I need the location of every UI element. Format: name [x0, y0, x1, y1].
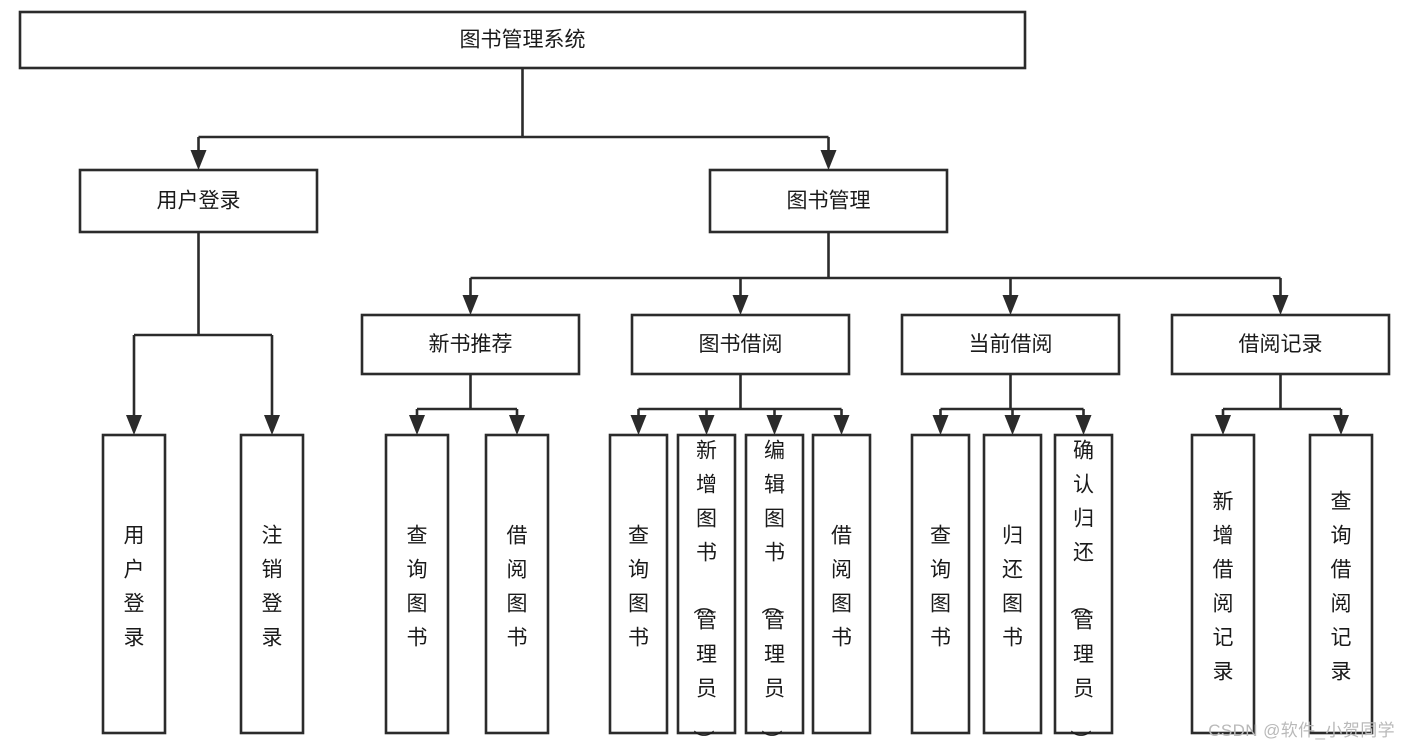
arrow-down-icon: [462, 295, 479, 315]
arrow-down-icon: [409, 415, 425, 435]
node-borrow-record-label: 借阅记录: [1239, 333, 1323, 356]
arrow-down-icon: [820, 150, 837, 170]
node-current-borrow[interactable]: 当前借阅: [900, 313, 1121, 376]
node-leaf-return-book-label: 归还图书: [1002, 525, 1023, 650]
node-book-manage[interactable]: 图书管理: [708, 168, 949, 234]
arrow-down-icon: [766, 415, 783, 435]
node-current-borrow-label: 当前借阅: [969, 333, 1053, 356]
node-leaf-add-record-label: 新增借阅记录: [1213, 491, 1234, 684]
node-root-label: 图书管理系统: [460, 29, 586, 52]
arrow-down-icon: [1002, 295, 1019, 315]
node-new-book-recommend[interactable]: 新书推荐: [360, 313, 581, 376]
node-leaf-user-logout[interactable]: 注销登录: [239, 433, 305, 735]
arrow-down-icon: [1333, 415, 1349, 435]
arrow-down-icon: [126, 415, 142, 435]
arrow-down-icon: [1004, 415, 1021, 435]
node-leaf-add-book-rect: [676, 433, 737, 735]
node-borrow-record[interactable]: 借阅记录: [1170, 313, 1391, 376]
node-new-book-recommend-rect: [360, 313, 581, 376]
node-leaf-return-book-rect: [982, 433, 1043, 735]
node-leaf-borrow-book-1[interactable]: 借阅图书: [484, 433, 550, 735]
arrow-down-icon: [264, 415, 280, 435]
node-leaf-confirm-return-label: 确认归还（管理员）: [1068, 440, 1094, 747]
node-leaf-edit-book-rect: [744, 433, 805, 735]
node-leaf-user-login[interactable]: 用户登录: [101, 433, 167, 735]
node-leaf-query-book-3-label: 查询图书: [930, 525, 951, 650]
node-leaf-user-logout-rect: [239, 433, 305, 735]
node-borrow-record-rect: [1170, 313, 1391, 376]
node-leaf-borrow-book-2[interactable]: 借阅图书: [811, 433, 872, 735]
node-leaf-query-record-label: 查询借阅记录: [1331, 491, 1352, 684]
node-leaf-query-book-1-label: 查询图书: [407, 525, 428, 650]
node-leaf-user-login-rect: [101, 433, 167, 735]
node-leaf-add-record-rect: [1190, 433, 1256, 735]
arrow-down-icon: [1272, 295, 1289, 315]
node-book-borrow-label: 图书借阅: [699, 333, 783, 356]
node-leaf-borrow-book-1-rect: [484, 433, 550, 735]
node-book-manage-label: 图书管理: [787, 190, 871, 213]
arrow-down-icon: [932, 415, 949, 435]
node-leaf-add-book-label: 新增图书（管理员）: [691, 440, 717, 747]
node-leaf-query-book-2[interactable]: 查询图书: [608, 433, 669, 735]
node-leaf-query-book-2-rect: [608, 433, 669, 735]
arrow-down-icon: [630, 415, 647, 435]
node-leaf-borrow-book-2-label: 借阅图书: [831, 525, 852, 650]
node-current-borrow-rect: [900, 313, 1121, 376]
node-leaf-confirm-return[interactable]: 确认归还（管理员）: [1053, 433, 1114, 747]
node-leaf-user-login-label: 用户登录: [124, 525, 145, 650]
node-leaf-query-book-1[interactable]: 查询图书: [384, 433, 450, 735]
arrow-down-icon: [1075, 415, 1092, 435]
node-leaf-query-book-1-rect: [384, 433, 450, 735]
connector-layer: [126, 68, 1349, 435]
node-leaf-query-book-3[interactable]: 查询图书: [910, 433, 971, 735]
node-layer: 图书管理系统用户登录用户登录注销登录图书管理新书推荐查询图书借阅图书图书借阅查询…: [18, 10, 1391, 747]
node-user-login[interactable]: 用户登录: [78, 168, 319, 234]
arrow-down-icon: [698, 415, 715, 435]
node-root-rect: [18, 10, 1027, 70]
node-book-borrow-rect: [630, 313, 851, 376]
node-user-login-rect: [78, 168, 319, 234]
node-user-login-label: 用户登录: [157, 190, 241, 213]
node-leaf-edit-book-label: 编辑图书（管理员）: [759, 440, 785, 747]
node-leaf-query-record[interactable]: 查询借阅记录: [1308, 433, 1374, 735]
node-book-manage-rect: [708, 168, 949, 234]
node-leaf-borrow-book-1-label: 借阅图书: [507, 525, 528, 650]
node-leaf-add-record[interactable]: 新增借阅记录: [1190, 433, 1256, 735]
arrow-down-icon: [509, 415, 525, 435]
node-book-borrow[interactable]: 图书借阅: [630, 313, 851, 376]
watermark: CSDN @软件_小贺同学: [1208, 721, 1395, 740]
node-leaf-add-book[interactable]: 新增图书（管理员）: [676, 433, 737, 747]
node-leaf-borrow-book-2-rect: [811, 433, 872, 735]
arrow-down-icon: [833, 415, 850, 435]
node-leaf-user-logout-label: 注销登录: [262, 525, 283, 650]
node-leaf-confirm-return-rect: [1053, 433, 1114, 735]
node-leaf-return-book[interactable]: 归还图书: [982, 433, 1043, 735]
node-leaf-query-record-rect: [1308, 433, 1374, 735]
node-new-book-recommend-label: 新书推荐: [429, 333, 513, 356]
arrow-down-icon: [190, 150, 207, 170]
node-leaf-query-book-2-label: 查询图书: [628, 525, 649, 650]
node-leaf-query-book-3-rect: [910, 433, 971, 735]
node-root[interactable]: 图书管理系统: [18, 10, 1027, 70]
arrow-down-icon: [732, 295, 749, 315]
arrow-down-icon: [1215, 415, 1231, 435]
node-leaf-edit-book[interactable]: 编辑图书（管理员）: [744, 433, 805, 747]
